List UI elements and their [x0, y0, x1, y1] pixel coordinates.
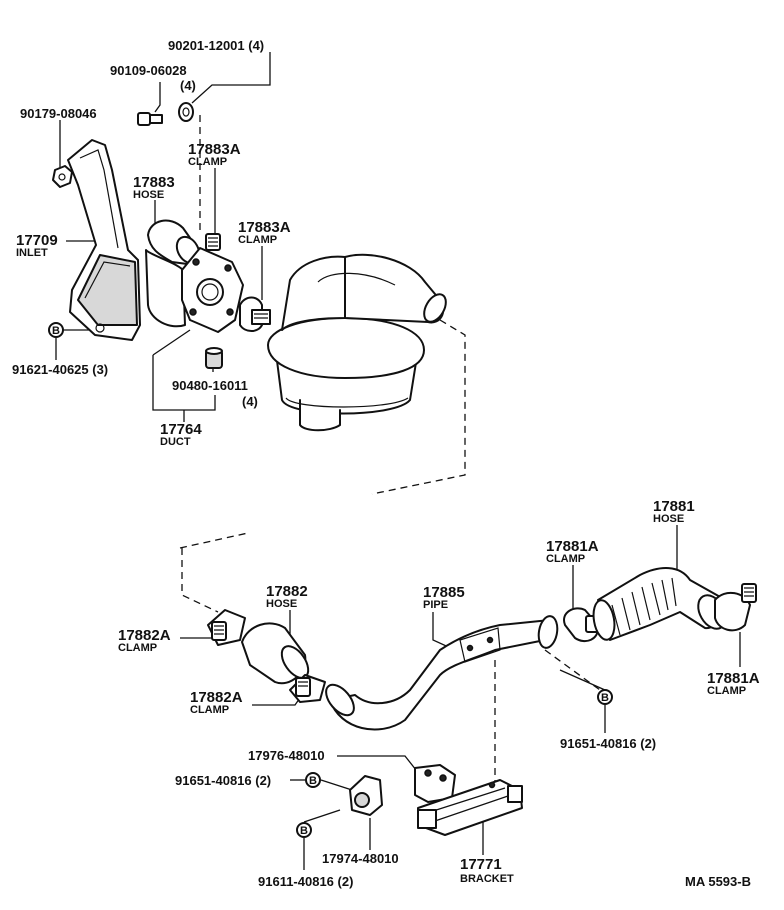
label-17881A-top: 17881A: [546, 538, 599, 555]
bracket-17974: [349, 775, 383, 816]
spacer-90480: [205, 347, 223, 369]
hose-17883: [145, 219, 201, 328]
label-17885-name: PIPE: [423, 599, 448, 611]
label-17883: 17883: [133, 174, 175, 191]
label-17771: 17771: [460, 856, 502, 873]
label-17882-name: HOSE: [266, 598, 297, 610]
label-17881A-bottom-name: CLAMP: [707, 685, 746, 697]
svg-text:B: B: [309, 775, 317, 787]
label-90201: 90201-12001 (4): [168, 38, 264, 53]
duct-17764: [181, 247, 244, 333]
label-90480: 90480-16011: [172, 378, 248, 393]
label-17771-name: BRACKET: [460, 873, 514, 885]
label-17883A-mid: 17883A: [238, 219, 291, 236]
label-91611: 91611-40816 (2): [258, 874, 353, 889]
marker-b-91651-right: B: [597, 689, 613, 705]
bolt-90109: [137, 112, 163, 126]
nut-90179: [52, 165, 73, 188]
label-17883-name: HOSE: [133, 189, 164, 201]
marker-b-91651-left: B: [305, 772, 321, 788]
label-17976: 17976-48010: [248, 748, 325, 763]
label-17883A-mid-name: CLAMP: [238, 234, 277, 246]
label-90480-qty: (4): [242, 394, 258, 409]
label-17883A-top: 17883A: [188, 141, 241, 158]
label-90179: 90179-08046: [20, 106, 97, 121]
label-17881: 17881: [653, 498, 695, 515]
label-17883A-top-name: CLAMP: [188, 156, 227, 168]
label-17764-name: DUCT: [160, 436, 191, 448]
label-17881A-top-name: CLAMP: [546, 553, 585, 565]
label-90109-qty: (4): [180, 78, 196, 93]
label-17882A-bottom: 17882A: [190, 689, 243, 706]
air-cleaner: [267, 253, 447, 432]
clamp-17883A-mid: [239, 296, 271, 332]
clamp-17882A-bottom: [289, 674, 326, 703]
label-17881-name: HOSE: [653, 513, 684, 525]
label-17974: 17974-48010: [322, 851, 399, 866]
assembly-dashed-lines: [179, 115, 601, 790]
label-91651-left: 91651-40816 (2): [175, 773, 271, 788]
clamp-17882A-top: [207, 609, 246, 646]
svg-text:B: B: [300, 825, 308, 837]
label-91621: 91621-40625 (3): [12, 362, 108, 377]
label-17709: 17709: [16, 232, 58, 249]
marker-b-91621: B: [48, 322, 64, 338]
marker-b-91611: B: [296, 822, 312, 838]
label-17764: 17764: [160, 421, 202, 438]
reference-code: MA 5593-B: [685, 874, 751, 889]
bracket-17771: [417, 779, 523, 836]
label-90109: 90109-06028: [110, 63, 187, 78]
svg-text:B: B: [52, 325, 60, 337]
hose-17882: [241, 622, 310, 685]
hose-17881: [592, 567, 727, 641]
label-17885: 17885: [423, 584, 465, 601]
svg-text:B: B: [601, 692, 609, 704]
label-91651-right: 91651-40816 (2): [560, 736, 656, 751]
inlet-17709: [67, 139, 141, 341]
label-17881A-bottom: 17881A: [707, 670, 760, 687]
label-17882A-top: 17882A: [118, 627, 171, 644]
clamp-17883A-top: [205, 233, 221, 251]
label-17882A-top-name: CLAMP: [118, 642, 157, 654]
label-17882: 17882: [266, 583, 308, 600]
label-17709-name: INLET: [16, 247, 48, 259]
washer-90201: [178, 102, 194, 122]
pipe-17885: [325, 615, 559, 731]
part-labels: 90201-12001 (4) 90109-06028 (4) 90179-08…: [12, 38, 760, 889]
label-17882A-bottom-name: CLAMP: [190, 704, 229, 716]
clamp-17881A-bottom: [714, 583, 757, 632]
